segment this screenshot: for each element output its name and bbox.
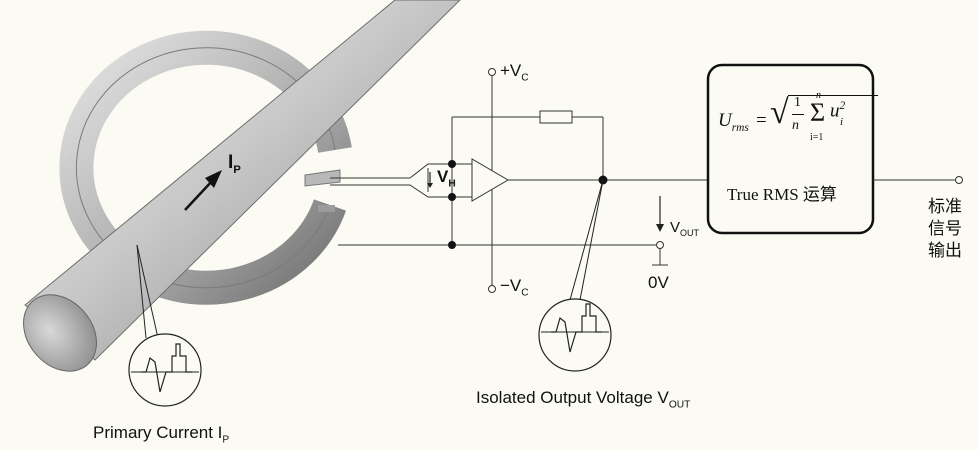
supply-negative-label: −VC: [500, 276, 529, 299]
output-voltage-caption: Isolated Output Voltage VOUT: [476, 388, 691, 411]
output-voltage-label: VOUT: [670, 219, 700, 238]
output-signal-label: 标准 信号 输出: [928, 196, 962, 262]
magnetic-core: [59, 30, 352, 305]
supply-positive-label: +VC: [500, 61, 529, 84]
output-callout: [538, 179, 612, 372]
core-gap: [304, 169, 341, 212]
hall-voltage-label: VH: [437, 167, 456, 190]
rms-block-label: True RMS 运算: [727, 185, 837, 204]
primary-callout: [128, 244, 202, 407]
output-signal-label-line: 信号: [928, 219, 962, 238]
primary-current-caption: Primary Current IP: [93, 423, 230, 446]
primary-conductor: [23, 0, 461, 372]
output-signal-label-line: 标准: [928, 197, 962, 216]
rms-block: [706, 63, 875, 235]
primary-current-symbol: IP: [228, 152, 241, 176]
signal-output-line: [873, 176, 963, 184]
current-arrow-icon: [184, 170, 222, 211]
amplifier-circuit: [338, 68, 708, 293]
output-signal-label-line: 输出: [928, 241, 962, 260]
hall-sensor: [330, 163, 452, 198]
ground-label: 0V: [648, 273, 669, 292]
